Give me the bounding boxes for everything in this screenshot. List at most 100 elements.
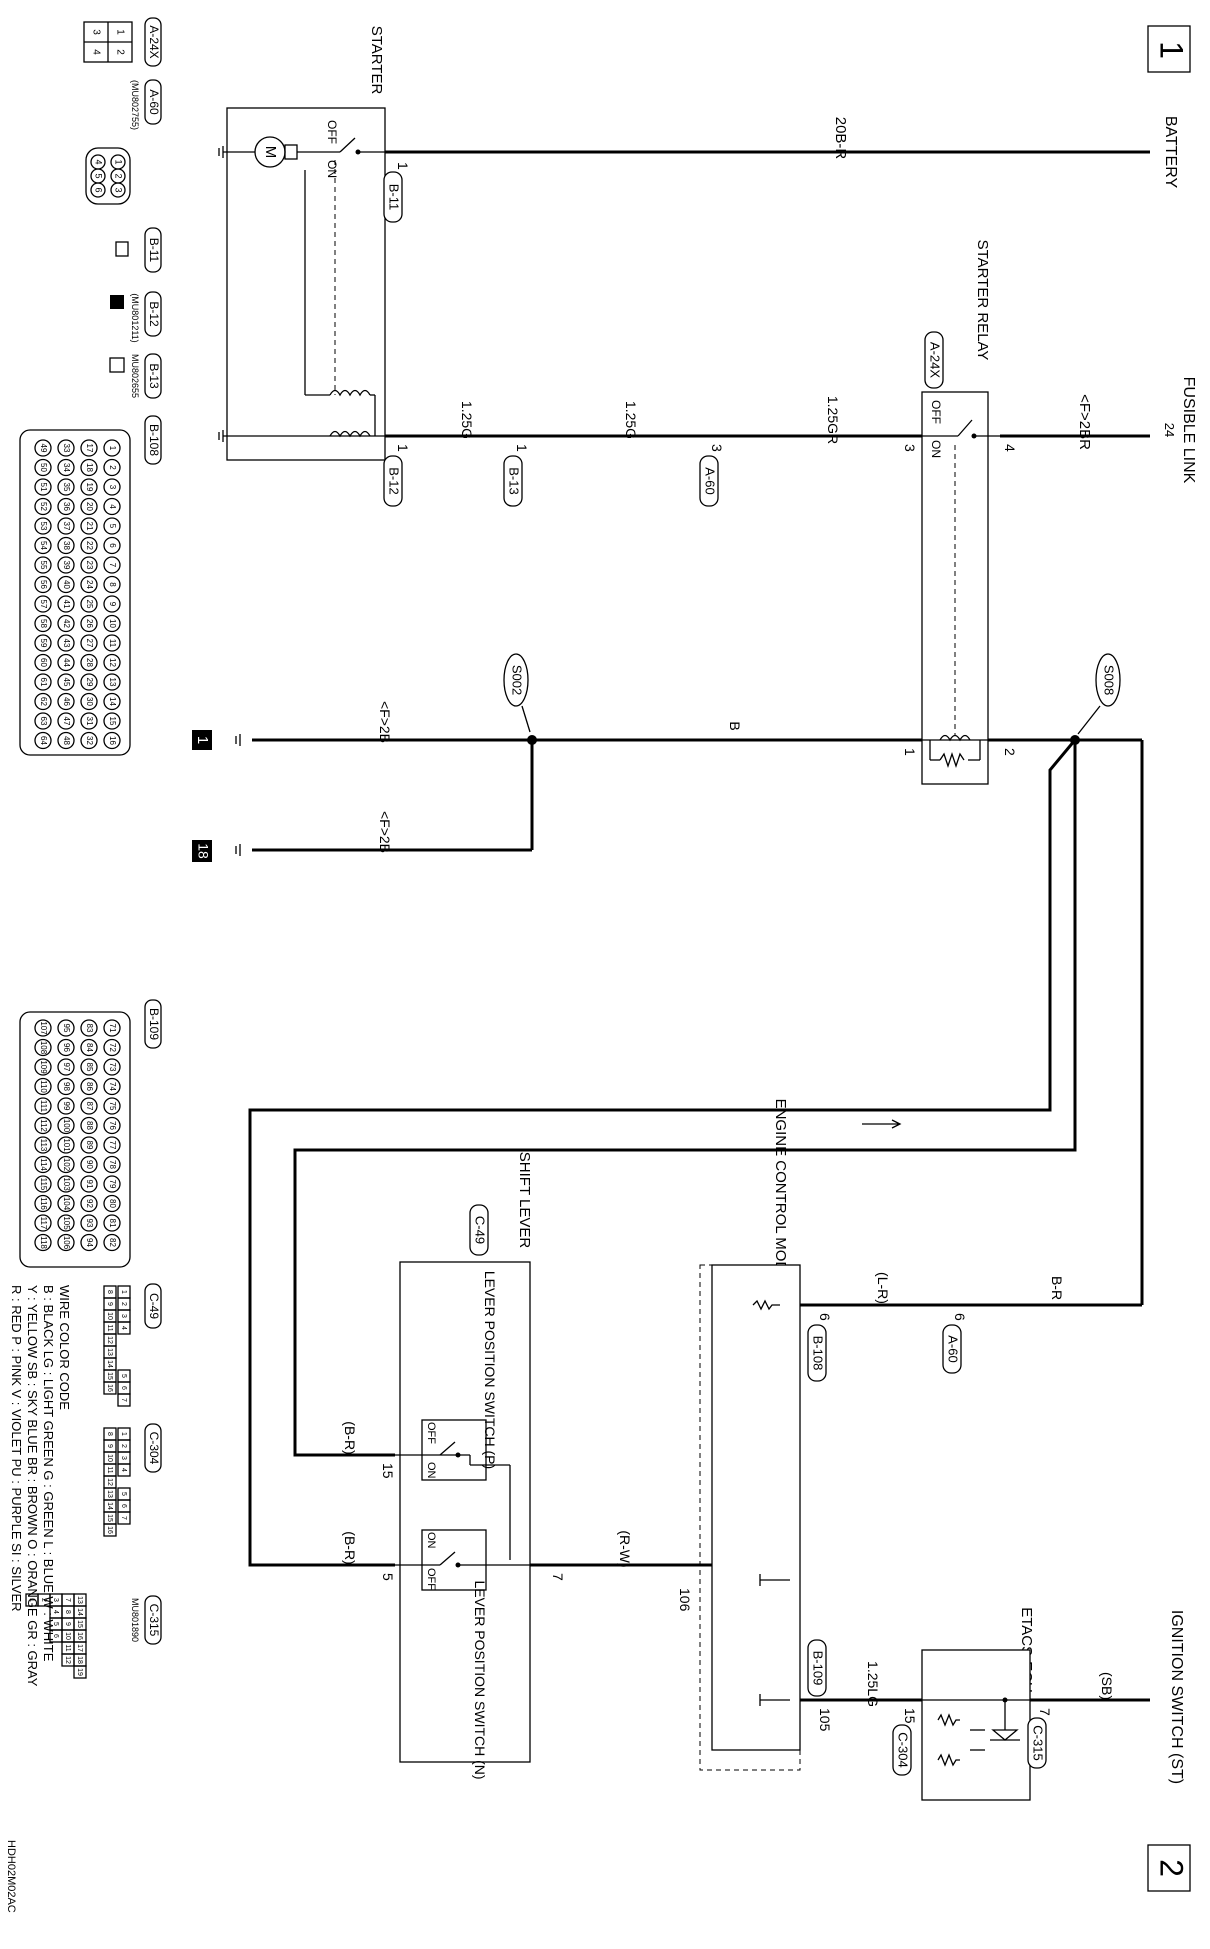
connector-pin (80, 1019, 98, 1037)
connector-pin (34, 692, 52, 711)
connector-pin (57, 1038, 75, 1057)
connector-pin-label: 71 (108, 1024, 117, 1033)
shift-lever-box (399, 1261, 531, 1763)
connector-pin (103, 1194, 121, 1213)
fusible-link-label: FUSIBLE LINK 24 (1162, 377, 1197, 484)
wire-label-etacs-out: 1.25LG (865, 1661, 881, 1707)
connector-pin-label: 7 (64, 1598, 71, 1602)
connector-pin (80, 614, 98, 633)
svg-text:LEVER POSITION SWITCH (P): LEVER POSITION SWITCH (P) (482, 1271, 498, 1469)
connector-pin-label: 15 (106, 1372, 113, 1380)
pin-relay-1: 1 (902, 748, 918, 756)
connector-pin-label: 18 (76, 1656, 83, 1664)
br-wire-shift-n (248, 739, 1077, 1567)
connector-pin-label: 12 (106, 1478, 113, 1486)
connector-pin (34, 478, 52, 496)
connector-pin (49, 1629, 63, 1643)
connector-pin-label: 51 (39, 483, 48, 492)
connector-pin-label: 7 (120, 1516, 127, 1520)
legend-pill-b12: B-12 (144, 291, 162, 337)
connector-pin (57, 692, 75, 711)
connector-pin-label: 77 (108, 1141, 117, 1150)
svg-text:C-315: C-315 (1031, 1725, 1046, 1760)
connector-pin-label: 88 (85, 1121, 94, 1130)
connector-pin-label: 4 (108, 504, 117, 509)
svg-text:A-60: A-60 (703, 467, 718, 494)
connector-pin-label: 50 (39, 463, 48, 472)
connector-pin (34, 1038, 52, 1057)
svg-text:C-304: C-304 (147, 1432, 161, 1465)
connector-pin (103, 536, 121, 555)
connector-pin-label: 3 (108, 485, 117, 490)
connector-pin-label: 76 (108, 1121, 117, 1130)
wire-label-battery: 20B-R (832, 117, 849, 160)
connector-pin (34, 439, 52, 457)
connector-pin-label: 90 (85, 1160, 94, 1169)
connector-pin-label: 47 (62, 717, 71, 726)
connector-pin (34, 536, 52, 555)
connector-pin (73, 1665, 87, 1679)
battery-label: BATTERY (1162, 116, 1179, 189)
connector-pin-label: 23 (85, 561, 94, 570)
connector-pin-label: 17 (85, 444, 94, 453)
connector-pin-label: 8 (106, 1432, 113, 1436)
connector-pin (34, 575, 52, 594)
connector-pin-label: 16 (106, 1384, 113, 1392)
connector-pin (57, 536, 75, 555)
connector-pin-label: 10 (64, 1632, 71, 1640)
connector-pin-label: 15 (106, 1514, 113, 1522)
connector-pin (103, 692, 121, 711)
connector-pin (103, 1019, 121, 1037)
connector-pin-label: 104 (62, 1197, 71, 1211)
svg-text:6: 6 (94, 187, 104, 192)
connector-pin (57, 1077, 75, 1096)
shift-lever-label: SHIFT LEVER (516, 1152, 533, 1249)
connector-pin-label: 1 (108, 446, 117, 451)
connector-pin-label: 16 (106, 1526, 113, 1534)
connector-pin-label: 97 (62, 1063, 71, 1072)
svg-text:M: M (262, 146, 279, 159)
connector-pin-label: 25 (85, 600, 94, 609)
connector-pin-label: 19 (76, 1668, 83, 1676)
pill-a60-ecm: A-60 (942, 1324, 962, 1374)
connector-pin-label: 74 (108, 1082, 117, 1091)
connector-pin (103, 478, 121, 496)
connector-pin-label: 60 (39, 658, 48, 667)
br-wire-shift-p (293, 740, 1077, 1457)
connector-pin-label: 9 (108, 602, 117, 607)
svg-text:1: 1 (1154, 41, 1190, 59)
svg-text:ON: ON (425, 1532, 437, 1549)
connector-pin-label: 112 (39, 1119, 48, 1132)
connector-pin (34, 1077, 52, 1096)
connector-pin-label: 100 (62, 1119, 71, 1133)
connector-pin-label: 3 (120, 1456, 127, 1460)
connector-pin (34, 614, 52, 633)
svg-text:5: 5 (94, 173, 104, 178)
svg-text:24: 24 (1162, 423, 1177, 437)
pill-b12: B-12 (383, 455, 403, 507)
pin-starter-b12: 1 (395, 444, 411, 452)
svg-text:B-12: B-12 (387, 467, 402, 494)
face-a24x: 1 2 3 4 (83, 21, 133, 63)
pill-c49: C-49 (469, 1204, 489, 1256)
connector-pin (80, 1233, 98, 1252)
connector-pin-label: 44 (62, 658, 71, 667)
connector-pin (80, 1155, 98, 1174)
connector-pin (57, 653, 75, 672)
connector-pin (57, 673, 75, 691)
legend-pill-b13: B-13 (144, 353, 162, 399)
connector-pin (34, 1194, 52, 1213)
connector-pin-label: 53 (39, 522, 48, 531)
splice-s002-dot (527, 735, 537, 745)
connector-pin-label: 86 (85, 1082, 94, 1091)
connector-pin (34, 1214, 52, 1232)
connector-pin-label: 11 (106, 1324, 113, 1331)
connector-pin-label: 98 (62, 1082, 71, 1091)
wire-label-ground-main: B (727, 721, 743, 730)
connector-pin (103, 556, 121, 574)
connector-pin (103, 517, 121, 535)
connector-pin (34, 1175, 52, 1193)
connector-pin (103, 653, 121, 672)
connector-pin-label: 38 (62, 541, 71, 550)
